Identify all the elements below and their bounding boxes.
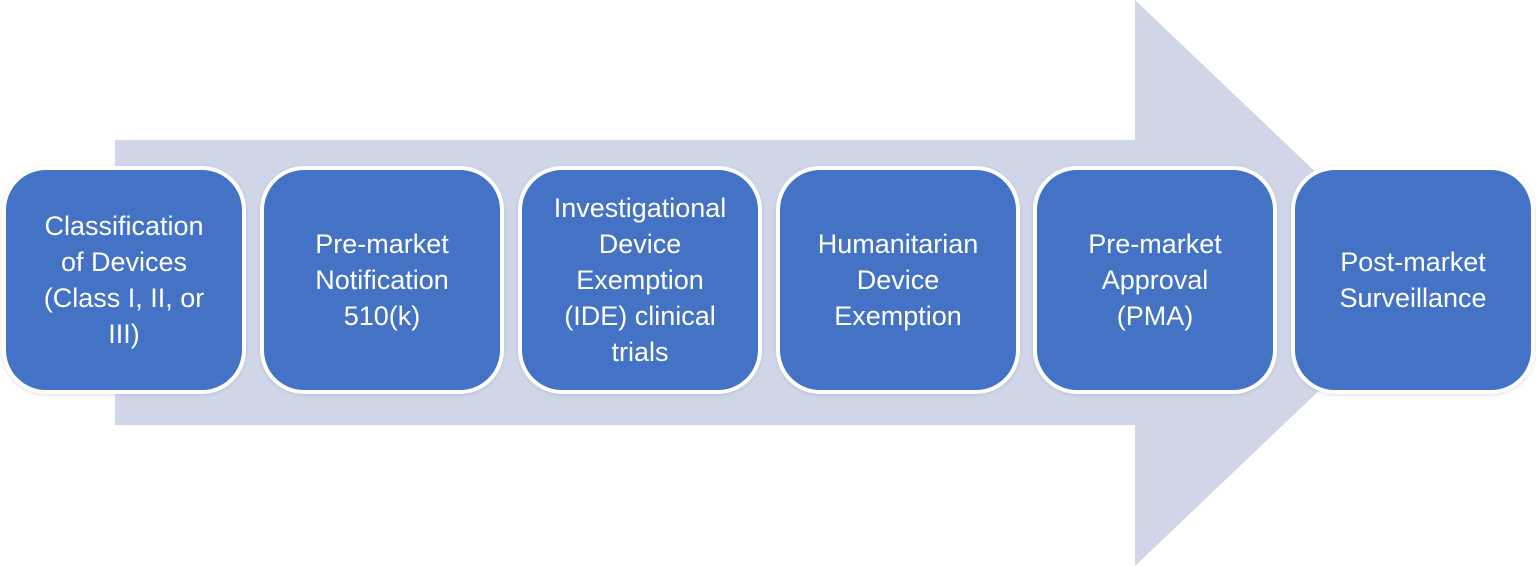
- step-label: Humanitarian Device Exemption: [817, 229, 979, 331]
- right-arrow-polygon: [115, 0, 1432, 566]
- step-label: Classification of Devices (Class I, II, …: [43, 211, 205, 349]
- step-premarket-notification-510k: Pre-market Notification 510(k): [260, 166, 504, 394]
- step-premarket-approval-pma: Pre-market Approval (PMA): [1033, 166, 1277, 394]
- step-classification-of-devices: Classification of Devices (Class I, II, …: [2, 166, 246, 394]
- step-label: Pre-market Notification 510(k): [315, 229, 449, 331]
- step-postmarket-surveillance: Post-market Surveillance: [1291, 166, 1535, 394]
- step-investigational-device-exemption: Investigational Device Exemption (IDE) c…: [518, 166, 762, 394]
- step-label: Pre-market Approval (PMA): [1088, 229, 1222, 331]
- step-label: Post-market Surveillance: [1339, 247, 1487, 313]
- step-label: Investigational Device Exemption (IDE) c…: [553, 193, 727, 367]
- step-humanitarian-device-exemption: Humanitarian Device Exemption: [776, 166, 1020, 394]
